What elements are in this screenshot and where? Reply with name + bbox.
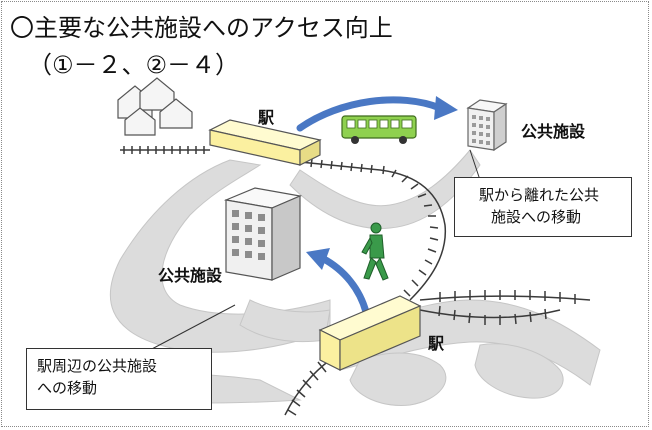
- house-icon: [117, 77, 193, 136]
- station-label-top: 駅: [258, 108, 275, 127]
- callout-remote-facility: 駅から離れた公共 施設への移動: [454, 177, 632, 237]
- station-building-icon: [208, 119, 322, 166]
- arrow-icon: [296, 96, 444, 132]
- callout-nearby-line2: への移動: [37, 379, 98, 397]
- facility-label-right: 公共施設: [521, 122, 586, 141]
- walking-person-icon: [361, 222, 389, 281]
- callout-remote-line2: 施設への移動: [491, 208, 582, 226]
- office-building-icon: [466, 99, 508, 152]
- facility-label-center: 公共施設: [158, 266, 223, 285]
- slide-title: 〇主要な公共施設へのアクセス向上: [10, 14, 393, 42]
- arrow-head-icon: [434, 96, 458, 120]
- office-building-icon: [223, 187, 303, 281]
- callout-leader: [149, 149, 481, 351]
- slide-subtitle: （①－２、②－４）: [28, 51, 240, 79]
- station-building-icon: [318, 295, 422, 371]
- callout-nearby-line1: 駅周辺の公共施設: [37, 357, 158, 375]
- bus-icon: [341, 115, 417, 144]
- arrow-icon: [318, 254, 370, 316]
- station-label-bottom: 駅: [428, 334, 445, 353]
- arrow-head-icon: [306, 248, 330, 270]
- callout-nearby-facility: 駅周辺の公共施設 への移動: [26, 348, 212, 410]
- railway-track: [120, 149, 591, 416]
- railway-ties: [123, 146, 576, 416]
- callout-remote-line1: 駅から離れた公共: [479, 186, 600, 204]
